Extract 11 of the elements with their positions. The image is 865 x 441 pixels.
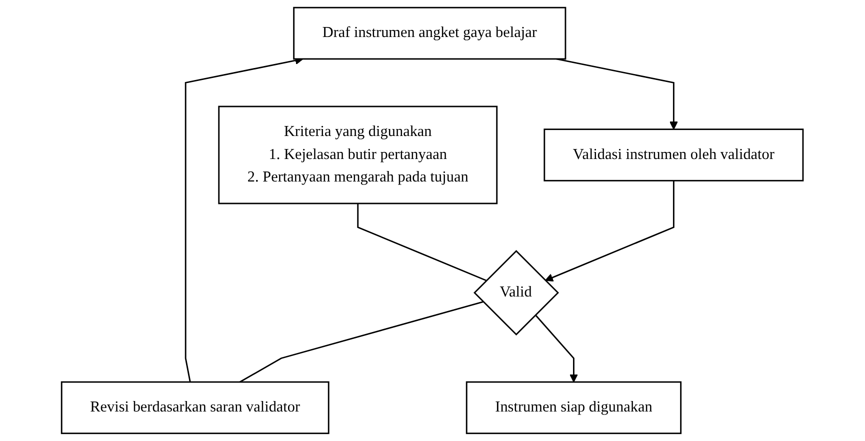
node-box: Kriteria yang digunakan 1. Kejelasan butir pertanyaan 2. Pertanyaan mengarah pada tujuan [218,106,498,204]
node-box: Draf instrumen angket gaya belajar [293,6,566,60]
node-box: Revisi berdasarkan saran validator [61,381,330,434]
node-diamond: Valid [474,250,560,336]
node-box: Validasi instrumen oleh validator [544,128,804,182]
arrow [556,58,678,130]
node-box: Instrumen siap digunakan [466,381,682,434]
arrow [535,314,578,382]
connector [240,301,484,383]
arrow [545,180,675,282]
connector [357,204,487,282]
